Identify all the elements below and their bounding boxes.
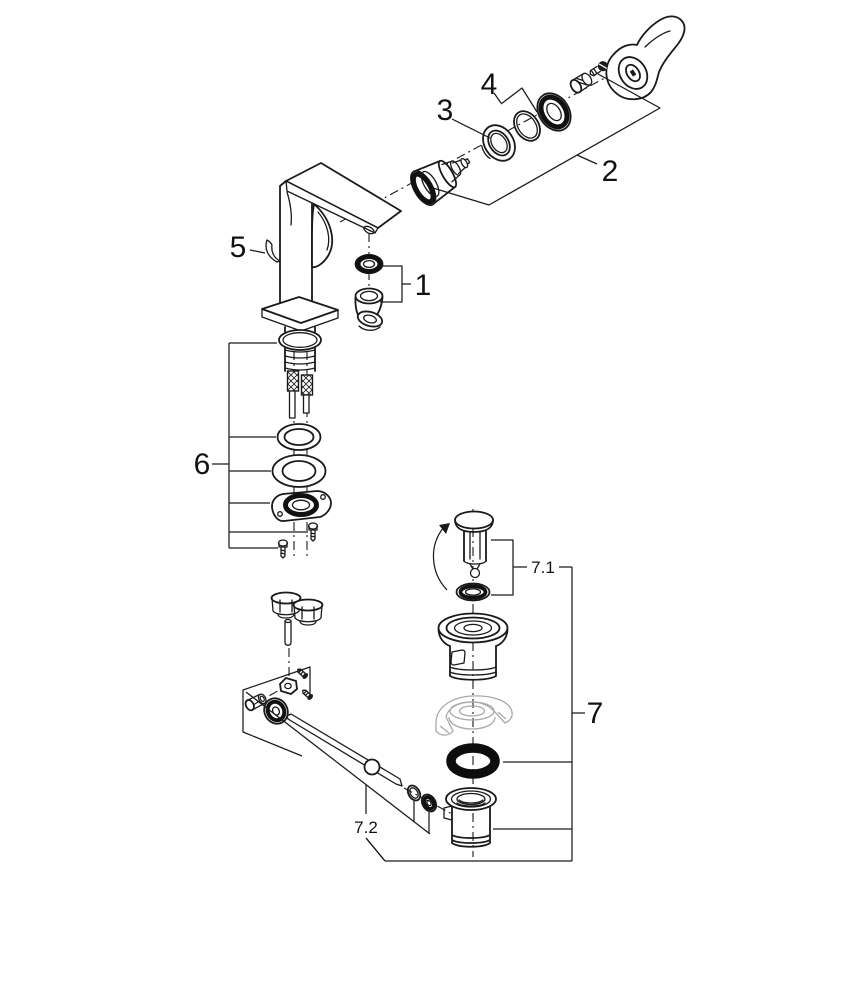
clevis-screw-top (297, 668, 309, 679)
callout-7: 7 (365, 567, 604, 862)
body-back-fin (311, 203, 333, 269)
callout-label-2: 2 (602, 155, 619, 188)
basin-cutaway (435, 695, 513, 736)
rod-nut (420, 793, 438, 813)
lever-pin-5 (265, 239, 281, 263)
escutcheon-ring-3 (481, 124, 516, 162)
spout-front (285, 180, 379, 234)
rod-clevis (279, 677, 298, 695)
rotation-arrow (432, 523, 450, 591)
drain-tailpiece (443, 787, 497, 848)
callout-label-3: 3 (437, 94, 454, 127)
clevis-screw-bottom (302, 689, 314, 700)
mounting-screw-left (277, 539, 289, 559)
callout-4: 4 (481, 68, 538, 113)
callout-label-6: 6 (194, 448, 211, 481)
callout-2: 2 (432, 73, 661, 206)
supply-nut-right (292, 598, 324, 626)
mounting-screw-right (307, 522, 319, 542)
callout-1: 1 (378, 265, 432, 303)
callout-7-2: 7.2 (245, 691, 431, 862)
cap-ring (536, 92, 572, 132)
explosion-axis-capnut (252, 687, 284, 706)
mounting-plate (271, 490, 332, 522)
drain-group: 7.1 7 (365, 509, 604, 862)
pop-up-plug (454, 510, 494, 579)
callout-7-1: 7.1 (491, 539, 572, 596)
callout-6: 6 (194, 342, 308, 549)
handle-adapter (569, 72, 593, 94)
faucet-body (261, 162, 402, 332)
drain-o-ring (446, 743, 500, 779)
linkage-bracket (242, 666, 311, 757)
base-washer (271, 454, 327, 488)
callout-3: 3 (437, 94, 491, 139)
callout-label-1: 1 (415, 269, 432, 302)
rod-o-ring (406, 784, 422, 802)
guide-pin (284, 618, 292, 646)
shank-o-ring (278, 329, 322, 351)
supply-hoses (286, 370, 314, 419)
callout-label-7-2: 7.2 (354, 818, 378, 837)
body-left-edge (279, 180, 287, 310)
plug-seal (455, 582, 491, 602)
o-ring-4 (513, 110, 541, 142)
spout-outlet (363, 225, 375, 235)
callout-label-4: 4 (481, 68, 498, 101)
aerator (354, 287, 384, 331)
knurled-knob (263, 697, 289, 725)
callout-label-5: 5 (230, 231, 247, 264)
aerator-seal (354, 254, 384, 274)
mounting-group: 6 (194, 326, 332, 646)
handle-screw (589, 61, 608, 77)
pop-up-rod (286, 713, 403, 787)
handle-lever (605, 15, 686, 101)
cartridge (410, 157, 471, 206)
callout-label-7: 7 (587, 697, 604, 730)
drain-flange (437, 612, 509, 681)
callout-5: 5 (230, 231, 266, 264)
linkage-group: 7.2 (242, 648, 453, 862)
supply-nut-left (270, 591, 302, 619)
callout-label-7-1: 7.1 (531, 558, 555, 577)
rod-ball (363, 758, 381, 776)
horseshoe-washer (276, 423, 322, 451)
